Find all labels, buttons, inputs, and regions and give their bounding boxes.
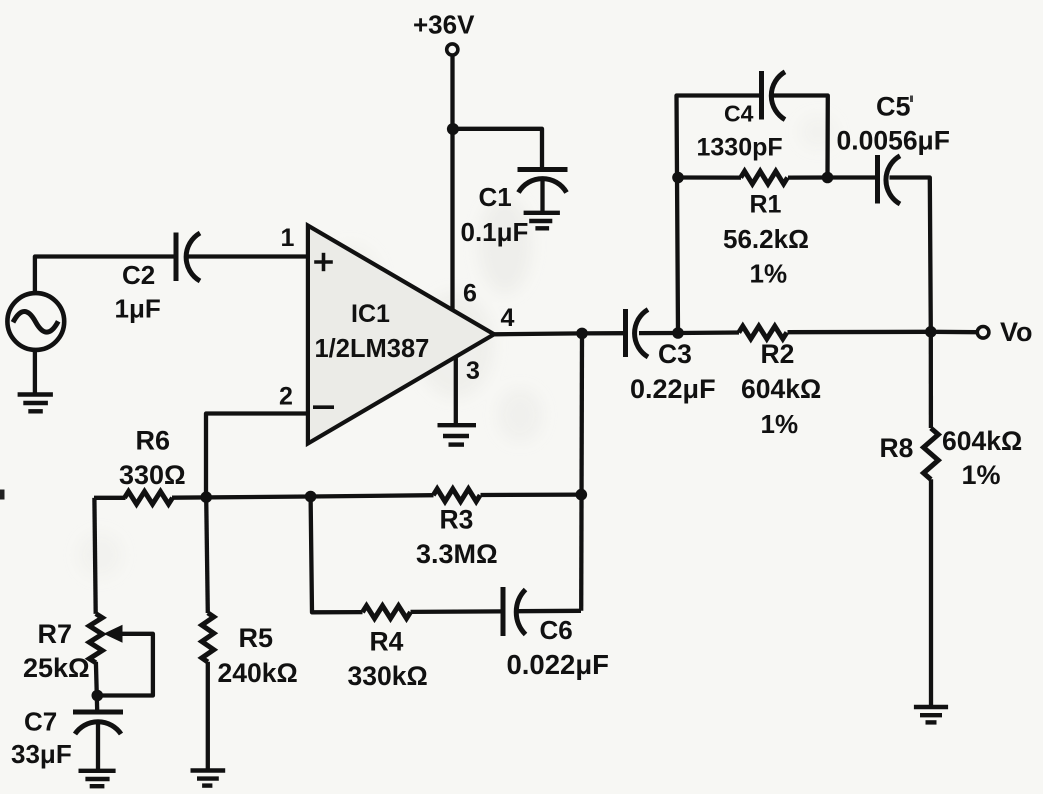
svg-text:56.2kΩ: 56.2kΩ: [723, 224, 809, 254]
svg-text:1%: 1%: [962, 460, 1001, 490]
svg-text:IC1: IC1: [351, 300, 390, 328]
svg-text:330kΩ: 330kΩ: [348, 661, 428, 691]
svg-text:R7: R7: [38, 619, 73, 649]
svg-text:604kΩ: 604kΩ: [741, 374, 821, 404]
svg-text:R5: R5: [239, 623, 274, 653]
svg-text:C4: C4: [724, 101, 754, 127]
svg-text:C3: C3: [658, 339, 692, 369]
svg-text:R6: R6: [136, 426, 171, 456]
svg-text:0.22μF: 0.22μF: [630, 374, 716, 404]
svg-text:1: 1: [281, 224, 295, 252]
svg-text:+36V: +36V: [413, 10, 475, 40]
svg-text:3: 3: [466, 357, 480, 385]
svg-text:R1: R1: [750, 191, 782, 219]
svg-text:240kΩ: 240kΩ: [218, 658, 298, 688]
svg-text:C6: C6: [540, 615, 573, 645]
svg-text:C2: C2: [122, 260, 155, 290]
svg-text:R8: R8: [880, 433, 914, 463]
svg-text:6: 6: [463, 280, 477, 308]
svg-text:33μF: 33μF: [11, 739, 72, 769]
svg-text:C5: C5: [876, 92, 911, 122]
svg-text:4: 4: [501, 304, 515, 332]
svg-text:1330pF: 1330pF: [697, 134, 783, 162]
svg-text:1/2LM387: 1/2LM387: [315, 335, 430, 363]
svg-text:1%: 1%: [761, 409, 799, 439]
svg-text:25kΩ: 25kΩ: [23, 653, 90, 683]
svg-text:1%: 1%: [750, 259, 788, 289]
svg-text:2: 2: [279, 383, 293, 411]
svg-text:0.022μF: 0.022μF: [507, 649, 609, 680]
svg-text:R2: R2: [761, 339, 795, 369]
svg-text:330Ω: 330Ω: [119, 460, 186, 490]
svg-text:1μF: 1μF: [115, 294, 161, 324]
svg-text:C7: C7: [24, 707, 57, 737]
svg-text:604kΩ: 604kΩ: [942, 426, 1022, 456]
svg-text:C1: C1: [479, 182, 512, 212]
svg-text:3.3MΩ: 3.3MΩ: [416, 539, 498, 569]
svg-text:R4: R4: [370, 627, 404, 657]
svg-text:0.0056μF: 0.0056μF: [837, 126, 950, 156]
svg-text:Vo: Vo: [1000, 317, 1033, 347]
svg-text:0.1μF: 0.1μF: [461, 217, 529, 247]
svg-text:R3: R3: [440, 505, 474, 535]
